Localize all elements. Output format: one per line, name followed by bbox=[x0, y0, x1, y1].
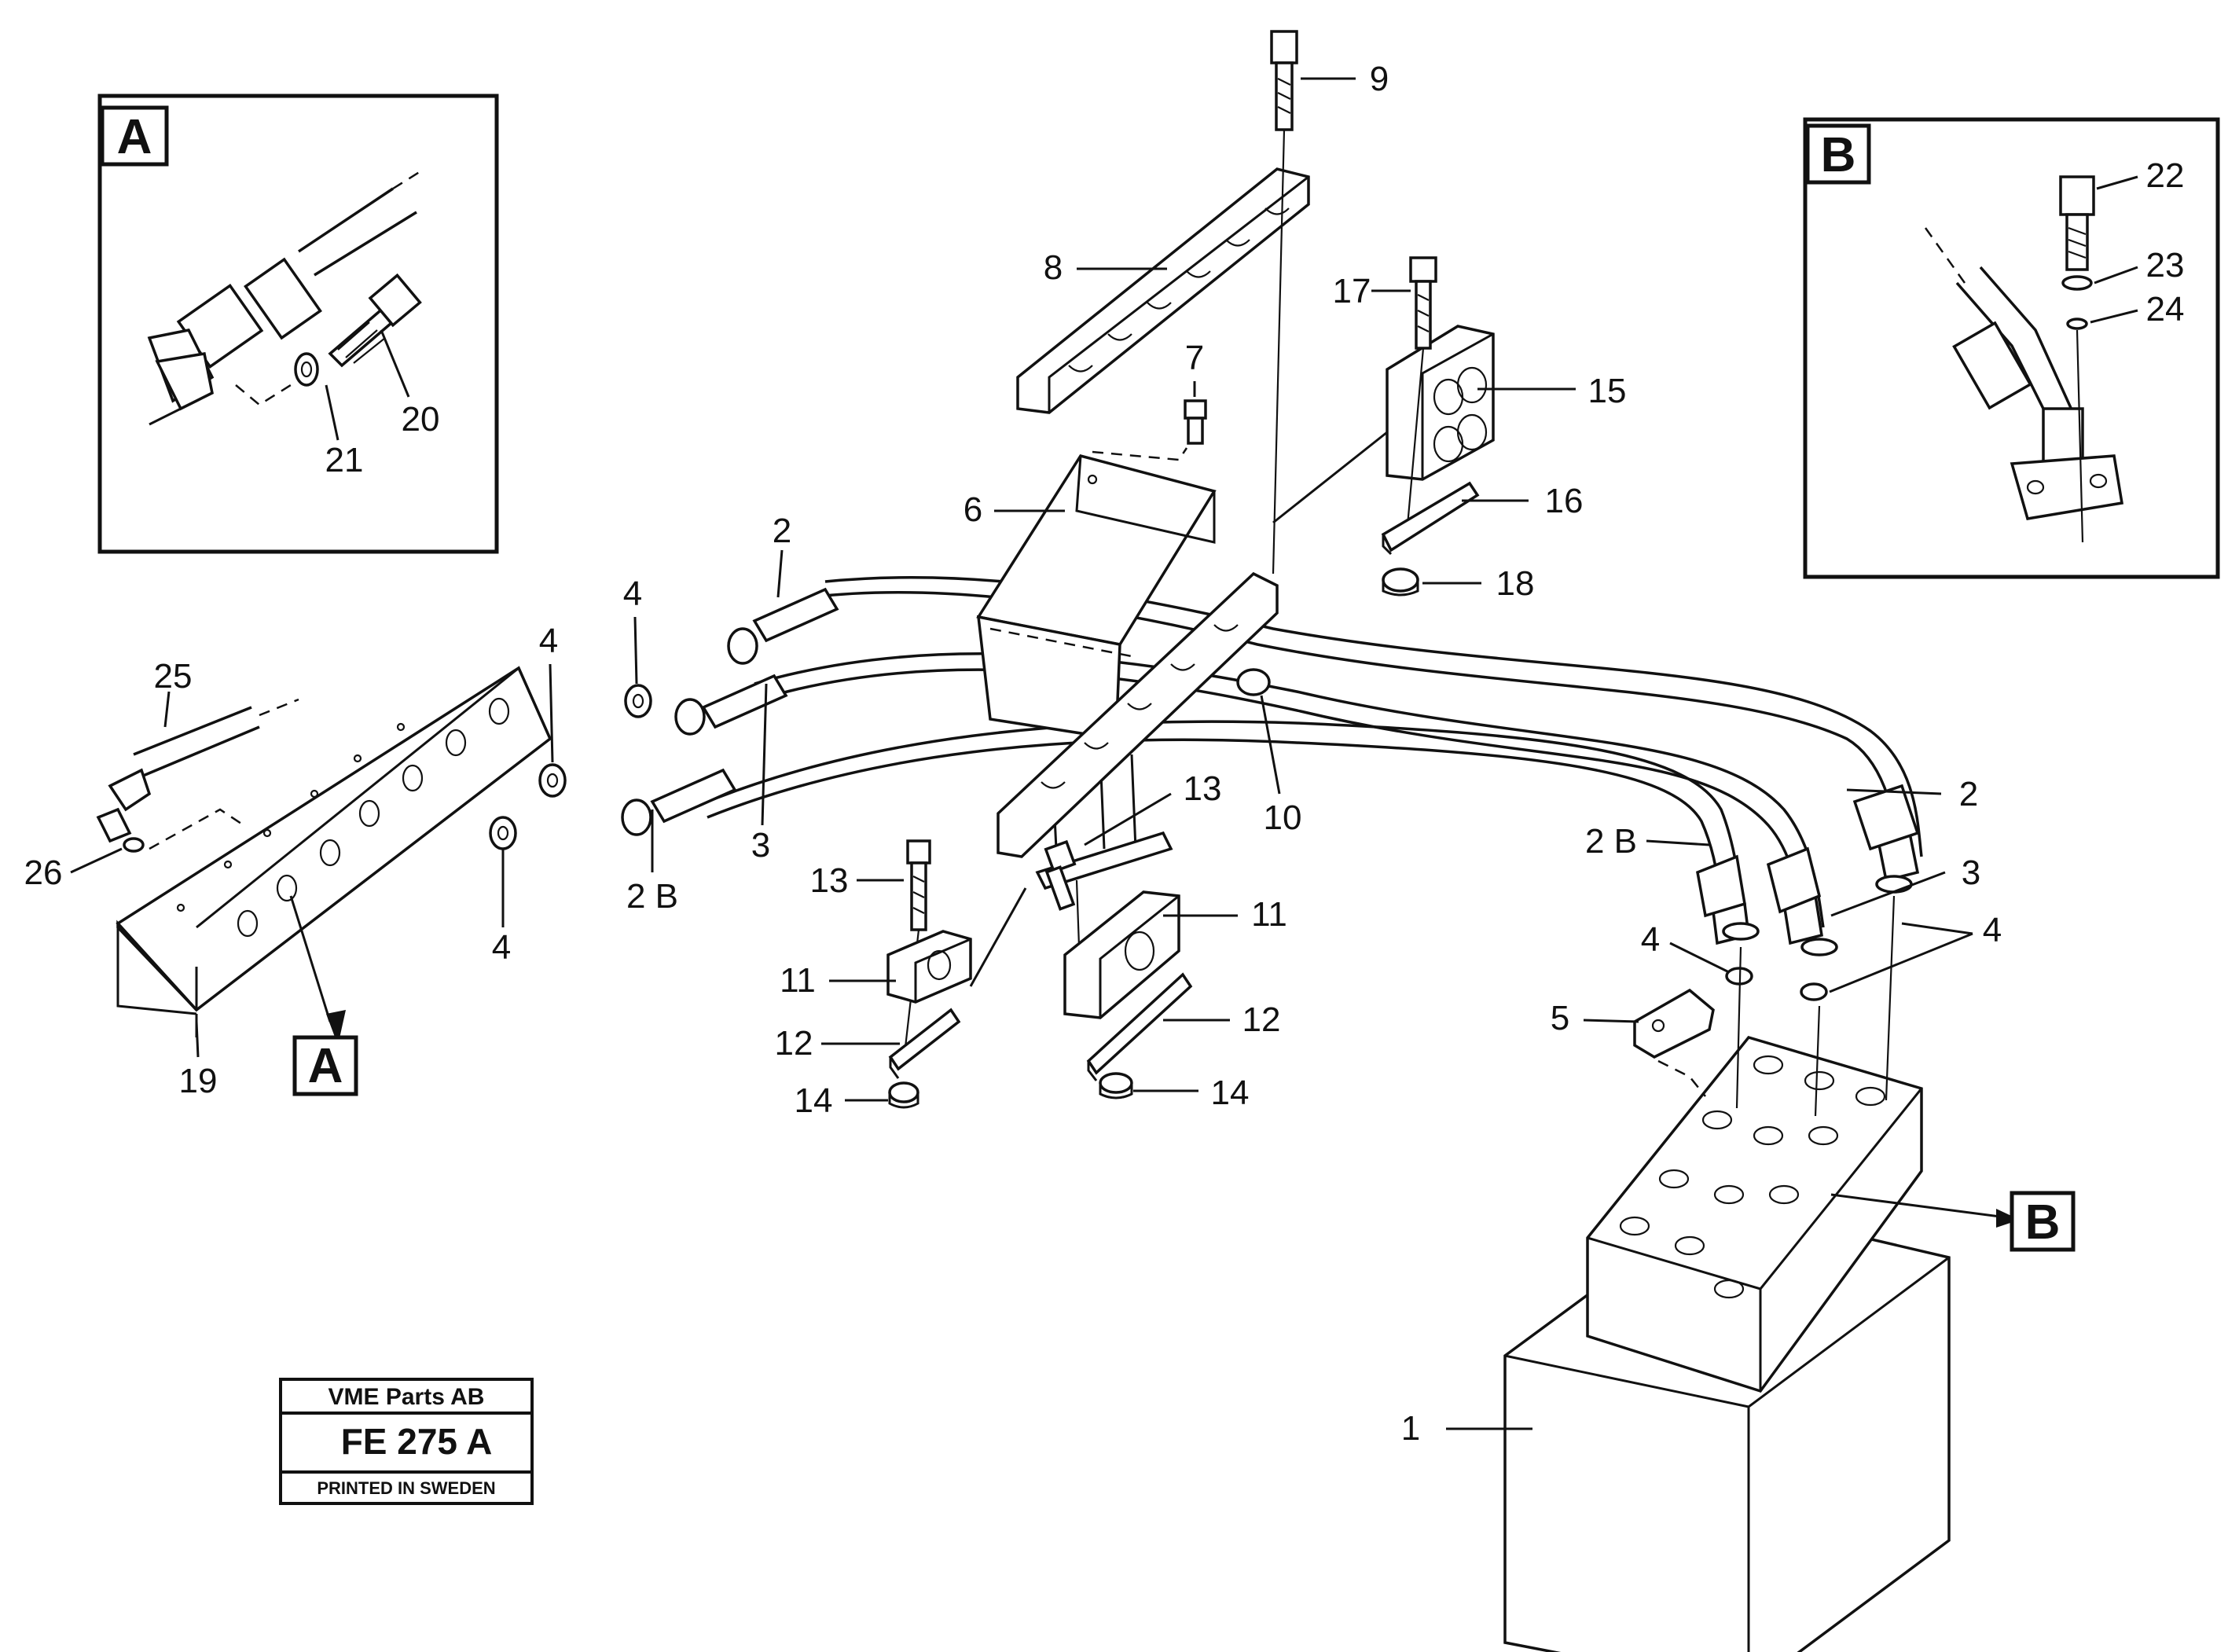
part-11-clamps: 11 11 bbox=[780, 890, 1287, 1019]
part-14-nuts: 14 14 bbox=[795, 1072, 1250, 1120]
label-14-b: 14 bbox=[1211, 1074, 1250, 1112]
part-17-bolt: 17 bbox=[1333, 256, 1437, 535]
part-9-bolt: 9 bbox=[1270, 30, 1389, 575]
label-13-a: 13 bbox=[810, 861, 849, 900]
label-7: 7 bbox=[1185, 339, 1204, 377]
part-15-clamp: 15 bbox=[1386, 325, 1627, 481]
stamp-code: FE 275 A bbox=[341, 1421, 493, 1462]
part-5-flange: 5 bbox=[1551, 988, 1715, 1097]
part-25-elbow: 25 26 bbox=[24, 657, 299, 892]
label-12-b: 12 bbox=[1242, 1000, 1281, 1039]
part-19-manifold: 19 bbox=[116, 666, 552, 1100]
label-4-e: 4 bbox=[1983, 911, 2002, 949]
guide-arrow-15 bbox=[1272, 431, 1388, 524]
guide-arrow-11 bbox=[969, 887, 1027, 987]
hose-assemblies: 2 3 2 B 2 3 2 B bbox=[621, 512, 1980, 956]
detail-inset-b: B 22 23 24 bbox=[1803, 117, 2220, 579]
detail-inset-a: A 21 20 bbox=[97, 94, 499, 554]
part-16-plate: 16 bbox=[1381, 481, 1584, 556]
label-16: 16 bbox=[1545, 482, 1584, 520]
label-9: 9 bbox=[1370, 60, 1389, 98]
part-12-plates: 12 12 bbox=[775, 972, 1281, 1081]
label-2-left: 2 bbox=[773, 512, 791, 550]
callout-b: B bbox=[1830, 1191, 2076, 1252]
label-24: 24 bbox=[2146, 290, 2185, 329]
label-6: 6 bbox=[964, 490, 982, 529]
label-11-b: 11 bbox=[1251, 895, 1287, 934]
label-8: 8 bbox=[1044, 248, 1063, 287]
part-lower-clamp bbox=[997, 571, 1279, 858]
callout-b-letter: B bbox=[2025, 1195, 2061, 1250]
label-20: 20 bbox=[402, 400, 440, 439]
label-4-a: 4 bbox=[623, 575, 642, 613]
label-11-a: 11 bbox=[780, 961, 816, 1000]
callout-a-letter: A bbox=[308, 1039, 343, 1093]
label-18: 18 bbox=[1496, 564, 1535, 603]
part-4-washers: 4 4 4 4 4 bbox=[489, 575, 2002, 1001]
inset-a-letter: A bbox=[117, 110, 152, 164]
label-4-c: 4 bbox=[492, 928, 511, 967]
label-15: 15 bbox=[1588, 372, 1627, 410]
label-19: 19 bbox=[179, 1062, 218, 1100]
parts-stamp: VME Parts AB FE 275 A PRINTED IN SWEDEN bbox=[279, 1378, 534, 1505]
label-10: 10 bbox=[1264, 798, 1302, 837]
label-17: 17 bbox=[1333, 272, 1371, 310]
part-10-nut: 10 bbox=[1236, 668, 1302, 837]
stamp-company: VME Parts AB bbox=[329, 1384, 485, 1410]
part-18-nut: 18 bbox=[1382, 564, 1535, 603]
label-4-b: 4 bbox=[539, 622, 558, 660]
label-4-d: 4 bbox=[1641, 920, 1660, 959]
part-1-valve: 1 bbox=[1401, 895, 1951, 1652]
label-25: 25 bbox=[154, 657, 193, 696]
callout-a: A bbox=[289, 895, 358, 1096]
label-3-left: 3 bbox=[751, 826, 770, 865]
label-5: 5 bbox=[1551, 999, 1569, 1037]
label-22: 22 bbox=[2146, 156, 2185, 195]
inset-b-letter: B bbox=[1821, 128, 1856, 182]
label-2-right: 2 bbox=[1959, 775, 1978, 813]
label-13-b: 13 bbox=[1184, 769, 1222, 808]
label-26: 26 bbox=[24, 854, 63, 892]
label-12-a: 12 bbox=[775, 1024, 813, 1063]
label-3-right: 3 bbox=[1962, 854, 1980, 892]
label-2b-right: 2 B bbox=[1585, 822, 1637, 861]
stamp-printed: PRINTED IN SWEDEN bbox=[317, 1478, 495, 1498]
label-14-a: 14 bbox=[795, 1081, 833, 1120]
label-23: 23 bbox=[2146, 246, 2185, 285]
part-13-bolts: 13 13 bbox=[810, 769, 1222, 1062]
label-1: 1 bbox=[1401, 1409, 1420, 1448]
part-7-screw: 7 bbox=[1092, 339, 1207, 461]
part-8-clamp-top: 8 bbox=[1016, 167, 1310, 414]
label-21: 21 bbox=[325, 441, 364, 479]
label-2b-left: 2 B bbox=[626, 877, 678, 916]
